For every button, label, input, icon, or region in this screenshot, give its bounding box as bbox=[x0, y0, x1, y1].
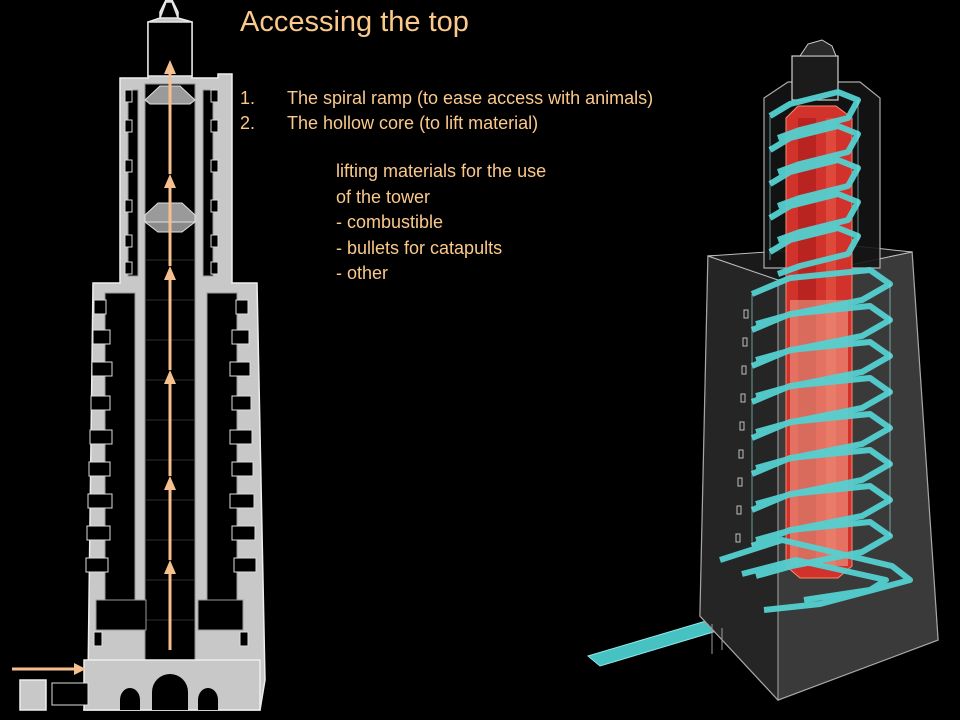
notes-block: lifting materials for the use of the tow… bbox=[336, 159, 546, 287]
spire-cap bbox=[147, 21, 193, 77]
list-number: 1. bbox=[240, 88, 256, 108]
notes-line: - combustible bbox=[336, 212, 444, 232]
list-number: 2. bbox=[240, 113, 256, 133]
entry-arrow bbox=[12, 663, 86, 675]
slide-title: Accessing the top bbox=[240, 6, 469, 38]
list-text: The hollow core (to lift material) bbox=[287, 113, 539, 133]
notes-line: lifting materials for the use bbox=[336, 161, 547, 181]
notes-line: - other bbox=[336, 263, 389, 283]
core-lift-arrows bbox=[164, 60, 176, 650]
notes-line: - bullets for catapults bbox=[336, 237, 503, 258]
notes-line: of the tower bbox=[336, 186, 431, 207]
list-text: The spiral ramp (to ease access with ani… bbox=[287, 88, 654, 108]
